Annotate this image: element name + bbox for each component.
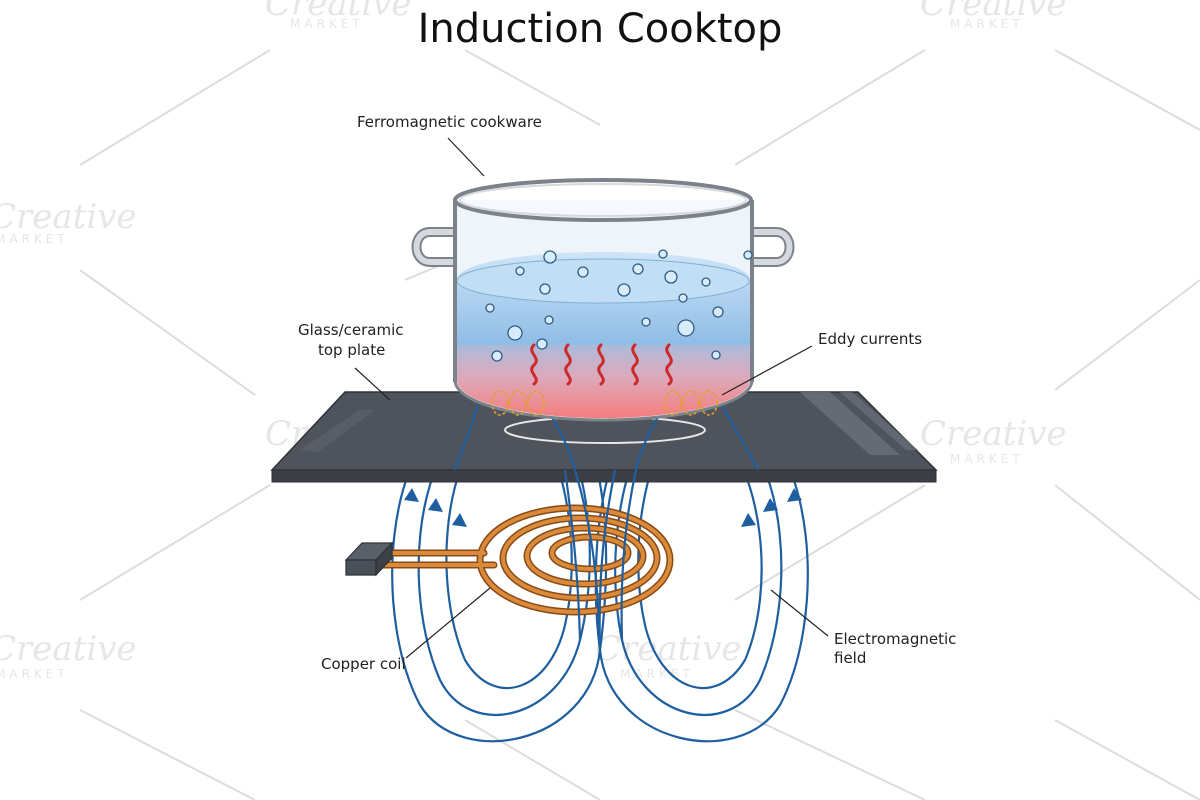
- heat-waves: [530, 343, 673, 386]
- svg-text:Creative: Creative: [265, 0, 412, 24]
- svg-text:MARKET: MARKET: [620, 667, 694, 681]
- label-cookware: Ferromagnetic cookware: [357, 113, 542, 131]
- svg-text:Creative: Creative: [595, 629, 742, 669]
- label-field-line1: Electromagnetic: [834, 630, 957, 648]
- svg-text:Creative: Creative: [0, 197, 137, 237]
- svg-text:MARKET: MARKET: [950, 452, 1024, 466]
- coil-connector: [344, 541, 394, 577]
- label-copper-coil: Copper coil: [321, 655, 406, 673]
- watermark-lines: [79, 49, 1200, 800]
- pot: [411, 178, 795, 422]
- label-eddy-currents: Eddy currents: [818, 330, 923, 348]
- svg-text:MARKET: MARKET: [290, 17, 364, 31]
- svg-text:Creative: Creative: [920, 414, 1067, 454]
- eddy-current-loops: [491, 390, 718, 416]
- svg-text:MARKET: MARKET: [950, 17, 1024, 31]
- label-top-plate-line1: Glass/ceramic: [298, 321, 404, 339]
- bubbles: [485, 249, 753, 362]
- leader-lines: [354, 137, 829, 659]
- label-top-plate-line2: top plate: [318, 341, 386, 359]
- label-field-line2: field: [834, 649, 867, 667]
- page-title: Induction Cooktop: [417, 6, 783, 52]
- copper-coil: [368, 504, 674, 616]
- svg-text:MARKET: MARKET: [0, 667, 69, 681]
- svg-text:MARKET: MARKET: [0, 232, 69, 246]
- svg-text:Creative: Creative: [0, 629, 137, 669]
- svg-text:Creative: Creative: [920, 0, 1067, 24]
- field-lines-front: [563, 469, 638, 651]
- field-arrows: [404, 488, 802, 527]
- top-plate: [270, 391, 938, 483]
